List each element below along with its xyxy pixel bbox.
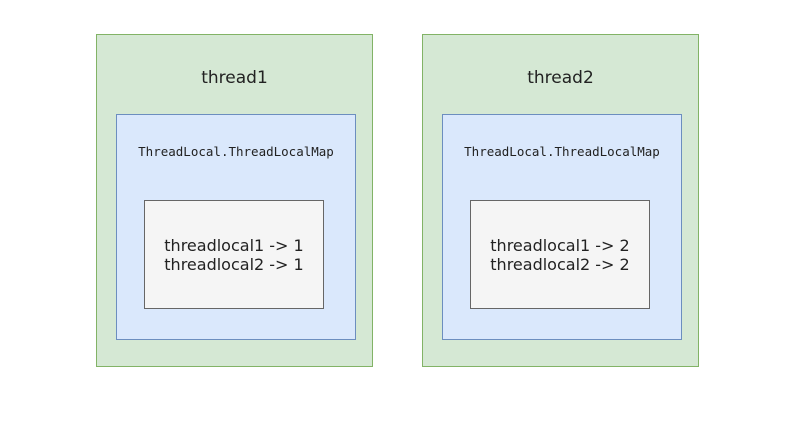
thread2-title: thread2 [527, 68, 594, 88]
thread1-threadlocalmap-label: ThreadLocal.ThreadLocalMap [138, 144, 334, 159]
thread2-entry-threadlocal2: threadlocal2 -> 2 [490, 254, 630, 274]
thread2-threadlocalmap-label: ThreadLocal.ThreadLocalMap [464, 144, 660, 159]
thread1-title: thread1 [201, 68, 268, 88]
thread1-box: thread1 ThreadLocal.ThreadLocalMap threa… [96, 34, 373, 367]
thread2-threadlocalmap-box: ThreadLocal.ThreadLocalMap threadlocal1 … [442, 114, 682, 340]
thread2-entry-threadlocal1: threadlocal1 -> 2 [490, 235, 630, 255]
thread2-entries-box: threadlocal1 -> 2 threadlocal2 -> 2 [470, 200, 650, 309]
thread1-entries-box: threadlocal1 -> 1 threadlocal2 -> 1 [144, 200, 324, 309]
thread1-entry-threadlocal2: threadlocal2 -> 1 [164, 254, 304, 274]
thread1-entry-threadlocal1: threadlocal1 -> 1 [164, 235, 304, 255]
thread2-box: thread2 ThreadLocal.ThreadLocalMap threa… [422, 34, 699, 367]
thread1-threadlocalmap-box: ThreadLocal.ThreadLocalMap threadlocal1 … [116, 114, 356, 340]
